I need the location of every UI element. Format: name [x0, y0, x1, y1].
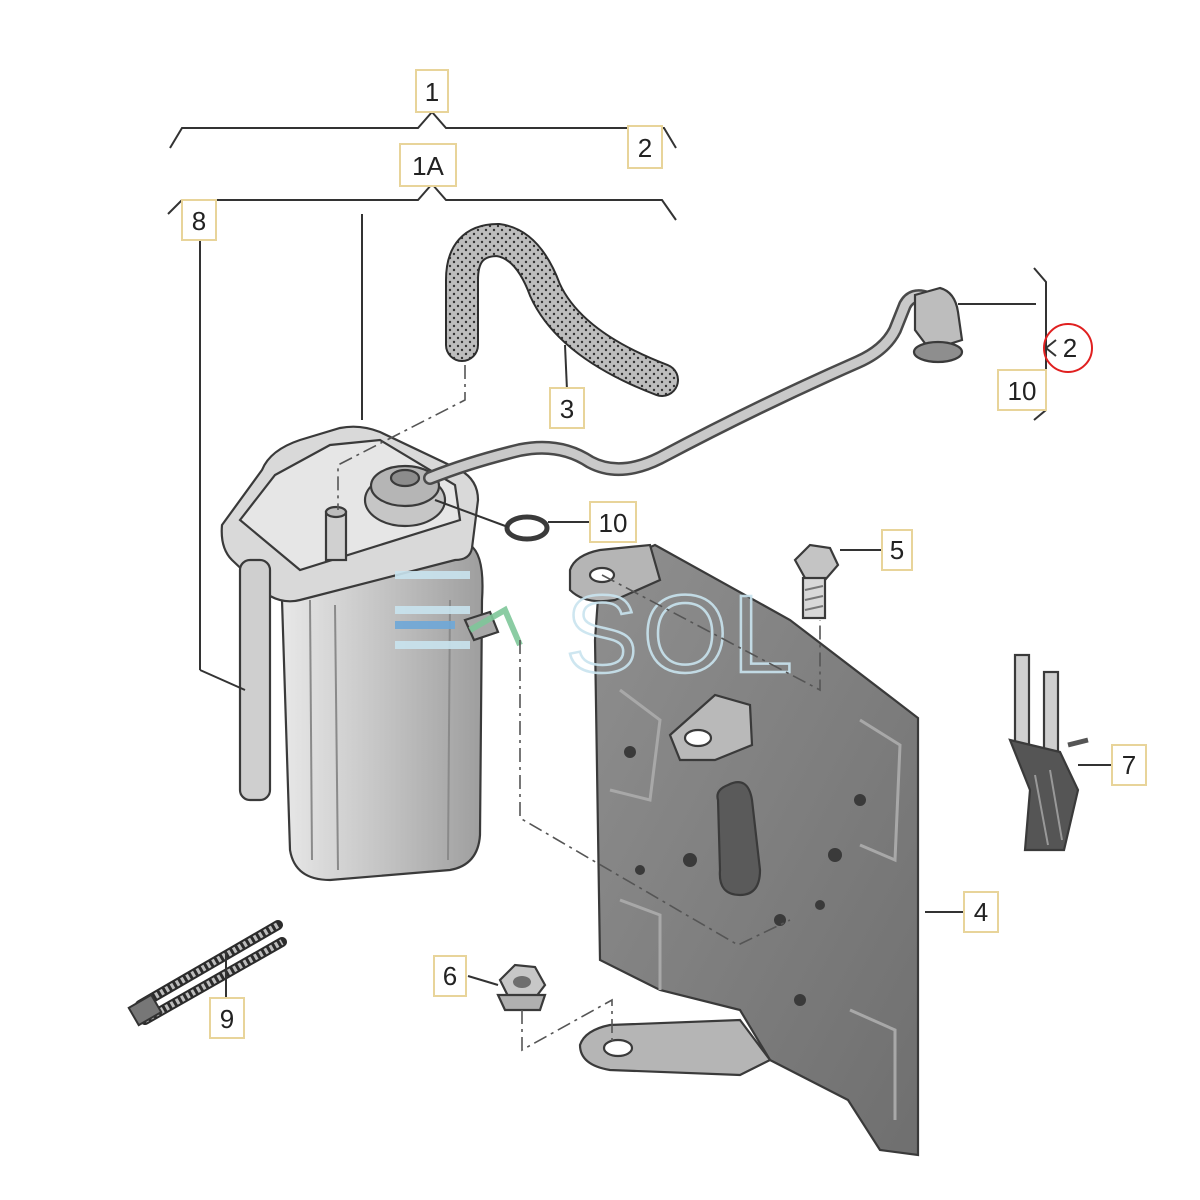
callout-9: 9 — [209, 997, 245, 1039]
cable-tie — [127, 920, 287, 1027]
callout-8: 8 — [181, 199, 217, 241]
vent-line — [423, 286, 964, 485]
svg-text:10: 10 — [599, 508, 628, 538]
callout-3: 3 — [549, 387, 585, 429]
callout-1a: 1A — [399, 143, 457, 187]
callout-6: 6 — [433, 955, 467, 997]
callout-10-oring: 10 — [589, 501, 637, 543]
svg-text:2: 2 — [1063, 333, 1077, 363]
o-ring — [504, 514, 550, 542]
callout-5: 5 — [881, 529, 913, 571]
leader-lines — [199, 214, 1112, 1052]
svg-text:6: 6 — [443, 961, 457, 991]
callout-10-right: 10 — [997, 369, 1047, 411]
nut — [496, 963, 547, 1012]
svg-text:2: 2 — [638, 133, 652, 163]
pipe-clip — [1008, 653, 1089, 852]
mounting-bracket — [568, 543, 920, 1157]
callout-2-top: 2 — [627, 125, 663, 169]
svg-text:4: 4 — [974, 897, 988, 927]
charcoal-canister — [220, 425, 500, 882]
svg-text:7: 7 — [1122, 750, 1136, 780]
bolt — [793, 543, 840, 620]
svg-text:10: 10 — [1008, 376, 1037, 406]
watermark: SOL — [395, 571, 797, 697]
watermark-text: SOL — [565, 573, 797, 696]
highlight-circle — [1043, 323, 1093, 373]
callout-2-circled: 2 — [1063, 333, 1077, 363]
svg-text:9: 9 — [220, 1004, 234, 1034]
callout-7: 7 — [1111, 744, 1147, 786]
svg-text:1: 1 — [425, 77, 439, 107]
callout-4: 4 — [963, 891, 999, 933]
hose — [445, 222, 679, 397]
svg-text:5: 5 — [890, 535, 904, 565]
svg-text:3: 3 — [560, 394, 574, 424]
callout-1: 1 — [415, 69, 449, 113]
svg-text:8: 8 — [192, 206, 206, 236]
svg-text:1A: 1A — [412, 151, 444, 181]
